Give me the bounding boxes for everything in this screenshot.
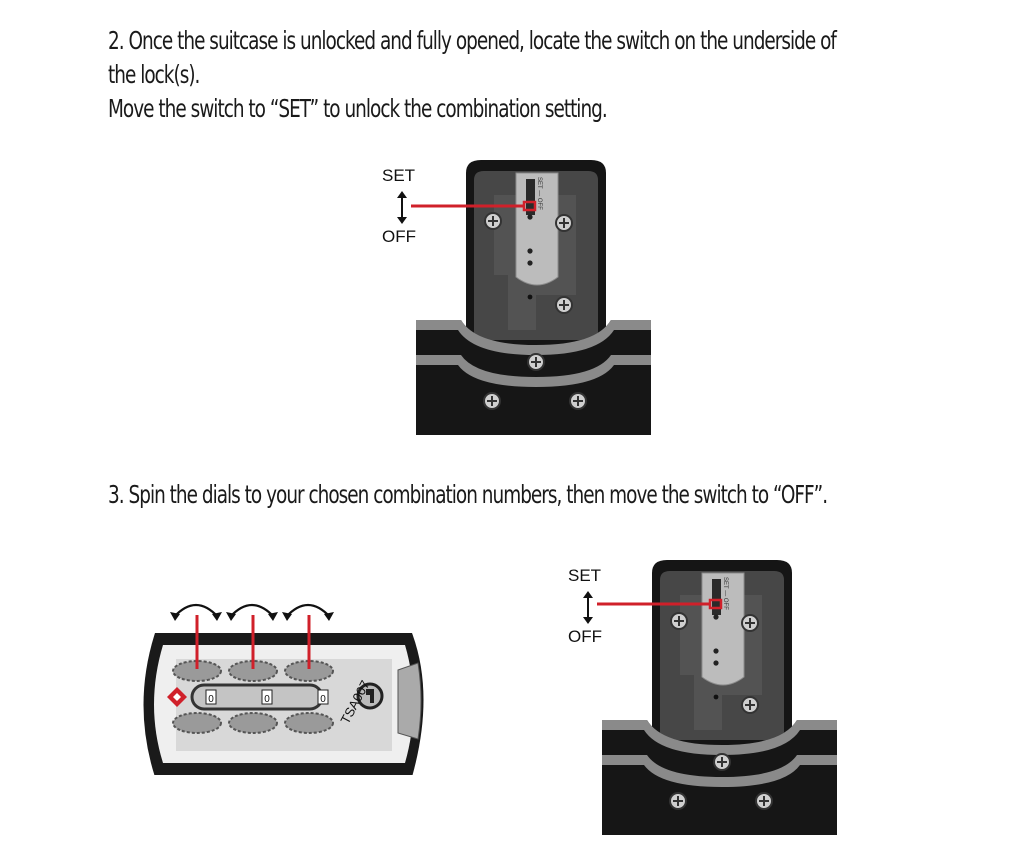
screw-icon [484,212,573,314]
off-label: OFF [568,627,602,646]
off-label: OFF [382,227,416,246]
figure-lock-switch-step3: SET OFF SET — OFF [562,555,842,840]
lock-body-icon: SET — OFF [652,560,792,745]
up-down-arrow-icon [397,191,407,224]
figure-combination-dials: 0 0 0 TSA007 [130,585,440,777]
tsa-logo-icon [167,687,187,707]
step3-text-line1: 3. Spin the dials to your chosen combina… [108,480,828,509]
combination-lock-illustration: 0 0 0 TSA007 [143,603,424,777]
set-label: SET [382,166,416,185]
set-label: SET [568,566,602,585]
keyhole-icon [356,682,384,710]
lock-body-icon: SET — OFF [466,160,606,345]
suitcase-frame-icon [416,320,651,435]
lock-switch-illustration: SET — OFF [397,160,651,435]
step2-text-line3: Move the switch to “SET” to unlock the c… [108,94,608,123]
switch-set-off-text: SET — OFF [536,177,542,210]
step2-text-line1: 2. Once the suitcase is unlocked and ful… [108,26,837,55]
suitcase-frame-icon [602,720,837,835]
switch-set-off-text: SET — OFF [722,577,728,610]
lock-switch-illustration: SET — OFF [583,560,837,835]
rotate-arrows-icon [170,603,334,621]
figure-lock-switch-step2: SET OFF SET — OFF [376,155,656,440]
dial-wheel-icon [172,660,334,734]
dial-digit-3: 0 [320,694,326,705]
dial-digit-1: 0 [208,694,214,705]
step2-text-line2: the lock(s). [108,60,200,89]
dial-digit-2: 0 [264,694,270,705]
up-down-arrow-icon [583,591,593,624]
screw-icon [670,612,759,714]
